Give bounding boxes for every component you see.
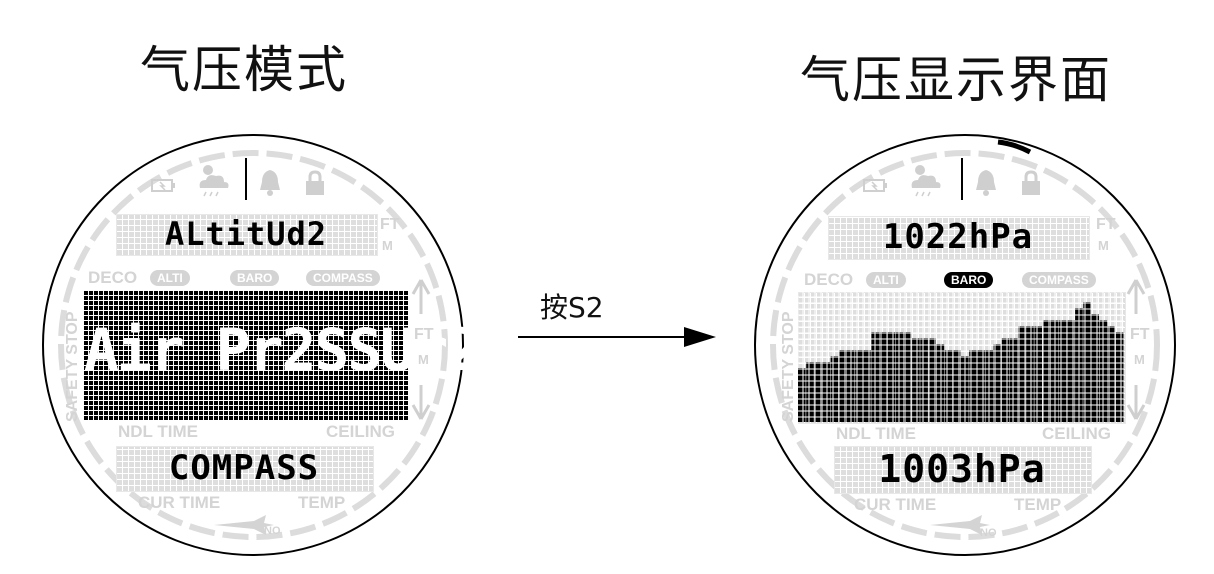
lock-icon [306,170,324,195]
bezel-indicator [997,139,1032,155]
pressure-bar [1083,302,1091,422]
bottom-field-text: COMPASS [168,448,320,488]
press-s2-label: 按S2 [540,291,604,324]
mode-baro[interactable]: BARO [944,272,994,288]
unit-m-2: M [1134,352,1145,367]
deco-label: DECO [804,270,854,289]
weather-icon [199,165,229,197]
pressure-bar [969,350,977,422]
arrow-down-icon [1126,385,1146,420]
bottom-field-text: 1003hPa [878,447,1046,491]
unit-m: M [1098,238,1109,253]
ndl-time-label: NDL TIME [836,424,916,443]
mode-alti[interactable]: ALTI [866,272,906,288]
pressure-bar [1091,314,1099,422]
deco-label: DECO [88,268,138,287]
pressure-bar [1066,320,1075,422]
pressure-bar [928,338,936,422]
watch-bezel-right [754,134,1176,556]
battery-icon [151,179,175,192]
arrow-up-icon [411,279,431,314]
airplane-icon [214,515,274,535]
bell-icon [260,170,280,196]
right-screen-title: 气压显示界面 [800,51,1112,109]
pressure-bar [863,350,871,422]
bottom-segment-display [834,446,1092,494]
weather-icon [911,165,941,197]
airplane-icon [930,515,990,535]
pressure-bar [1115,332,1124,422]
battery-icon [863,179,887,192]
top-field-text: ALtitUd2 [164,215,328,253]
cur-time-label: CUR TIME [138,493,221,512]
main-matrix-display [84,290,408,420]
pressure-bar [838,350,847,422]
ceiling-label: CEILING [1042,424,1111,443]
top-field-text: 1022hPa [882,217,1034,257]
mode-compass[interactable]: COMPASS [306,270,380,286]
mode-alti[interactable]: ALTI [150,270,190,286]
pressure-bar [1001,338,1010,422]
no-label: NO [980,527,997,539]
watch-face-left: ALtitUd2 FT M DECO ALTI BARO COMPASS Air… [28,120,481,570]
temp-label: TEMP [1014,495,1062,514]
bottom-segment-display [116,446,374,492]
pressure-bar [806,362,814,422]
pressure-bar [798,368,806,422]
pressure-bar [822,362,831,422]
unit-m-2: M [418,352,429,367]
ndl-time-label: NDL TIME [118,422,198,441]
pressure-bar [1042,320,1051,422]
watch-bezel [42,134,464,556]
top-segment-display [116,214,378,256]
pressure-bar [814,362,822,422]
pressure-bar [1018,326,1026,422]
watch-face-right: 1022hPa FT M DECO ALTI BARO COMPASS FT M… [740,120,1190,570]
top-segment-display [828,216,1090,260]
pressure-bar [1034,326,1042,422]
transition-arrow-icon [518,327,716,347]
unit-m: M [382,238,393,253]
pressure-bar [1009,338,1018,422]
pressure-bar [879,332,888,422]
pressure-bar [1026,326,1034,422]
pressure-bar [977,350,985,422]
temp-label: TEMP [298,493,346,512]
unit-ft-2: FT [414,326,434,343]
pressure-bar [830,356,839,422]
pressure-bar [936,344,945,422]
pressure-bar [952,350,961,422]
unit-ft: FT [380,216,400,233]
unit-ft-2: FT [1130,326,1150,343]
cur-time-label: CUR TIME [854,495,937,514]
pressure-bar [944,350,953,422]
unit-ft: FT [1096,216,1116,233]
pressure-bar [920,338,928,422]
mode-baro[interactable]: BARO [230,270,280,286]
pressure-bar [1058,320,1067,422]
pressure-history-chart [798,292,1124,422]
pressure-bar [855,350,863,422]
mode-compass[interactable]: COMPASS [1022,272,1096,288]
left-screen-title: 气压模式 [140,41,348,99]
main-field-text: Air Pr2SSUr2 [84,316,481,384]
ceiling-label: CEILING [326,422,395,441]
pressure-bar [1107,326,1116,422]
safety-stop-label: SAFETY STOP [64,311,81,422]
pressure-bar [912,338,920,422]
pressure-bar [904,332,912,422]
pressure-bar [993,344,1002,422]
safety-stop-label: SAFETY STOP [780,311,797,422]
bell-icon [976,170,996,196]
arrow-down-icon [411,385,431,420]
arrow-up-icon [1126,279,1146,314]
pressure-bar [887,332,896,422]
lock-icon [1022,170,1040,195]
pressure-bar [895,332,904,422]
no-label: NO [264,525,281,537]
